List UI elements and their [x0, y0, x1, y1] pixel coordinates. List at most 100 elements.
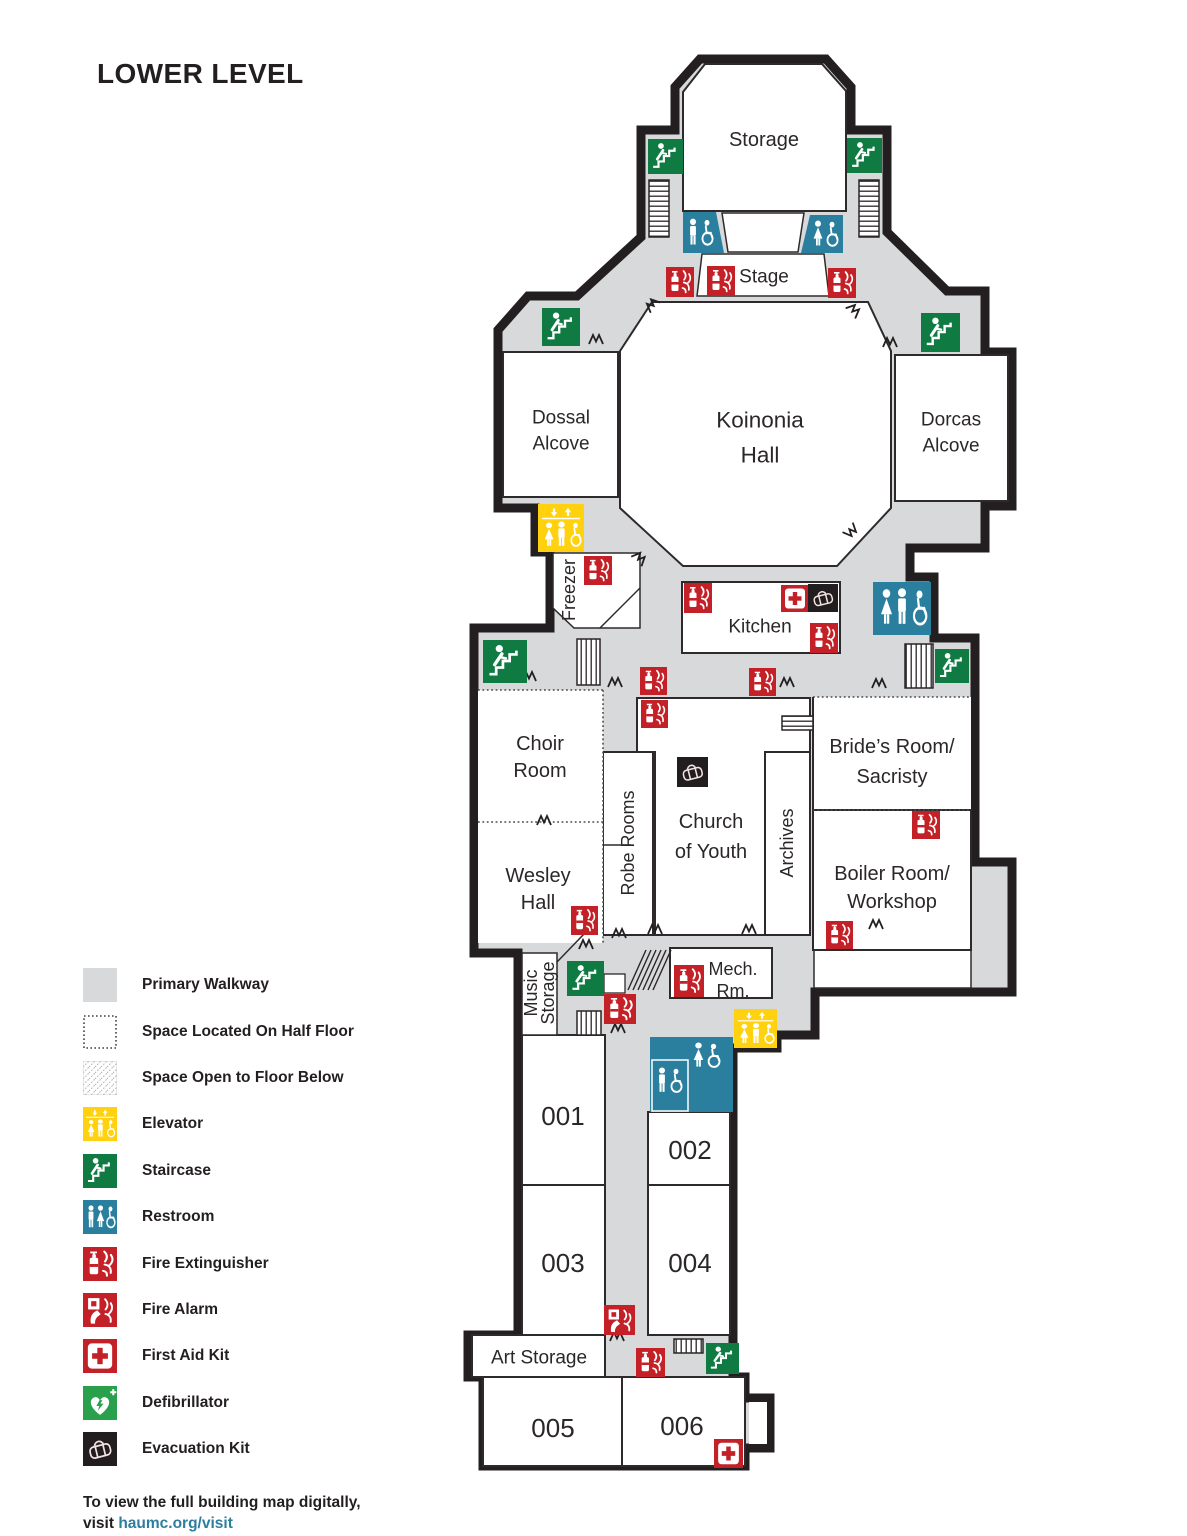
legend-label: Space Located On Half Floor	[142, 1022, 354, 1040]
stair-treads	[781, 715, 814, 731]
fire-extinguisher-icon	[826, 921, 853, 949]
detail-box	[603, 973, 626, 994]
stair-treads	[858, 179, 880, 238]
room-label-music-1: Music	[521, 969, 541, 1016]
room-label-005: 005	[531, 1413, 574, 1443]
room-archives	[764, 751, 811, 936]
room-label-youth-2: of Youth	[675, 841, 747, 863]
room-label-003: 003	[541, 1248, 584, 1278]
fire-extinguisher-icon	[912, 811, 940, 839]
fire-extinguisher-icon	[810, 623, 838, 653]
room-label-006: 006	[660, 1411, 703, 1441]
stair-treads	[904, 643, 934, 689]
legend: Primary Walkway Space Located On Half Fl…	[83, 962, 354, 1472]
page-title: LOWER LEVEL	[97, 58, 304, 89]
stair-treads	[576, 638, 601, 686]
staircase-icon	[706, 1343, 739, 1374]
legend-label: First Aid Kit	[142, 1347, 230, 1365]
legend-item-fire-extinguisher: Fire Extinguisher	[83, 1240, 354, 1286]
staircase-icon	[83, 1153, 117, 1188]
footer-line-1: To view the full building map digitally,	[83, 1494, 361, 1511]
restroom-icon	[801, 215, 843, 253]
room-label-boiler-1: Boiler Room/	[834, 863, 950, 885]
room-dorcas-alcove	[894, 354, 1009, 502]
staircase-icon	[921, 313, 960, 352]
staircase-icon	[483, 640, 527, 683]
room-label-002: 002	[668, 1135, 711, 1165]
footer-note: To view the full building map digitally,…	[83, 1492, 361, 1535]
restroom-icon	[83, 1200, 117, 1235]
room-label-mech-1: Mech.	[708, 959, 757, 979]
restroom-icon	[650, 1037, 733, 1112]
fire-alarm-icon	[604, 1305, 635, 1335]
room-label-dorcas-1: Dorcas	[921, 410, 981, 431]
room-label-archives: Archives	[777, 808, 797, 877]
legend-label: Space Open to Floor Below	[142, 1068, 344, 1086]
room-storage	[682, 63, 847, 212]
legend-item-staircase: Staircase	[83, 1148, 354, 1194]
fire-extinguisher-icon	[604, 994, 636, 1024]
elevator-icon	[734, 1009, 777, 1048]
legend-item-defibrillator: Defibrillator	[83, 1380, 354, 1426]
room-label-youth-1: Church	[679, 811, 743, 833]
first-aid-kit-icon	[714, 1439, 743, 1468]
stair-treads	[576, 1010, 602, 1036]
fire-extinguisher-icon	[641, 700, 668, 728]
open-below-swatch	[83, 1060, 117, 1095]
room-koinonia-hall	[619, 301, 892, 567]
legend-item-restroom: Restroom	[83, 1194, 354, 1240]
legend-label: Defibrillator	[142, 1393, 229, 1411]
legend-label: Elevator	[142, 1115, 204, 1133]
stair-treads-diagonal	[627, 949, 672, 991]
footer-line-2: visit haumc.org/visit	[83, 1513, 361, 1534]
first-aid-kit-icon	[781, 585, 809, 612]
room-label-wesley-2: Hall	[521, 892, 555, 914]
defibrillator-icon	[83, 1385, 117, 1420]
legend-label: Fire Extinguisher	[142, 1254, 269, 1272]
room-label-brides-1: Bride’s Room/	[829, 736, 955, 758]
fire-alarm-icon	[83, 1292, 117, 1327]
fire-extinguisher-icon	[83, 1246, 117, 1281]
room-label-brides-2: Sacristy	[856, 766, 927, 788]
staircase-icon	[648, 139, 683, 174]
room-label-storage: Storage	[729, 129, 799, 151]
legend-item-primary-walkway: Primary Walkway	[83, 962, 354, 1008]
room-label-wesley-1: Wesley	[505, 865, 570, 887]
boiler-strip	[813, 949, 972, 989]
half-floor-swatch	[83, 1014, 117, 1049]
fire-extinguisher-icon	[674, 965, 704, 997]
room-004	[647, 1184, 731, 1336]
fire-extinguisher-icon	[749, 668, 776, 696]
elevator-icon	[83, 1107, 117, 1141]
evacuation-kit-icon	[83, 1432, 117, 1467]
room-robe-rooms	[602, 751, 654, 936]
room-label-robe-rooms: Robe Rooms	[618, 790, 638, 895]
room-label-004: 004	[668, 1248, 711, 1278]
legend-label: Restroom	[142, 1208, 215, 1226]
staircase-icon	[847, 138, 882, 173]
legend-item-elevator: Elevator	[83, 1101, 354, 1147]
room-boiler-room-workshop	[812, 809, 972, 951]
room-label-art-storage: Art Storage	[491, 1348, 587, 1369]
stair-treads	[648, 179, 670, 238]
room-label-freezer: Freezer	[559, 559, 579, 621]
room-label-dossal-1: Dossal	[532, 408, 590, 429]
room-label-001: 001	[541, 1101, 584, 1131]
room-label-dorcas-2: Alcove	[922, 436, 979, 457]
fire-extinguisher-icon	[666, 267, 694, 297]
fire-extinguisher-icon	[684, 583, 712, 613]
room-label-music-2: Storage	[538, 961, 558, 1024]
exterior-bump	[749, 1402, 767, 1444]
building-map-link[interactable]: haumc.org/visit	[118, 1515, 233, 1533]
room-label-boiler-2: Workshop	[847, 891, 937, 913]
fire-extinguisher-icon	[571, 906, 598, 935]
legend-item-half-floor: Space Located On Half Floor	[83, 1008, 354, 1054]
fire-extinguisher-icon	[636, 1348, 665, 1377]
fire-extinguisher-icon	[640, 667, 667, 695]
evacuation-kit-icon	[808, 584, 838, 612]
room-label-mech-2: Rm.	[717, 981, 750, 1001]
footer-visit-prefix: visit	[83, 1515, 119, 1533]
room-label-koinonia-2: Hall	[741, 443, 780, 468]
